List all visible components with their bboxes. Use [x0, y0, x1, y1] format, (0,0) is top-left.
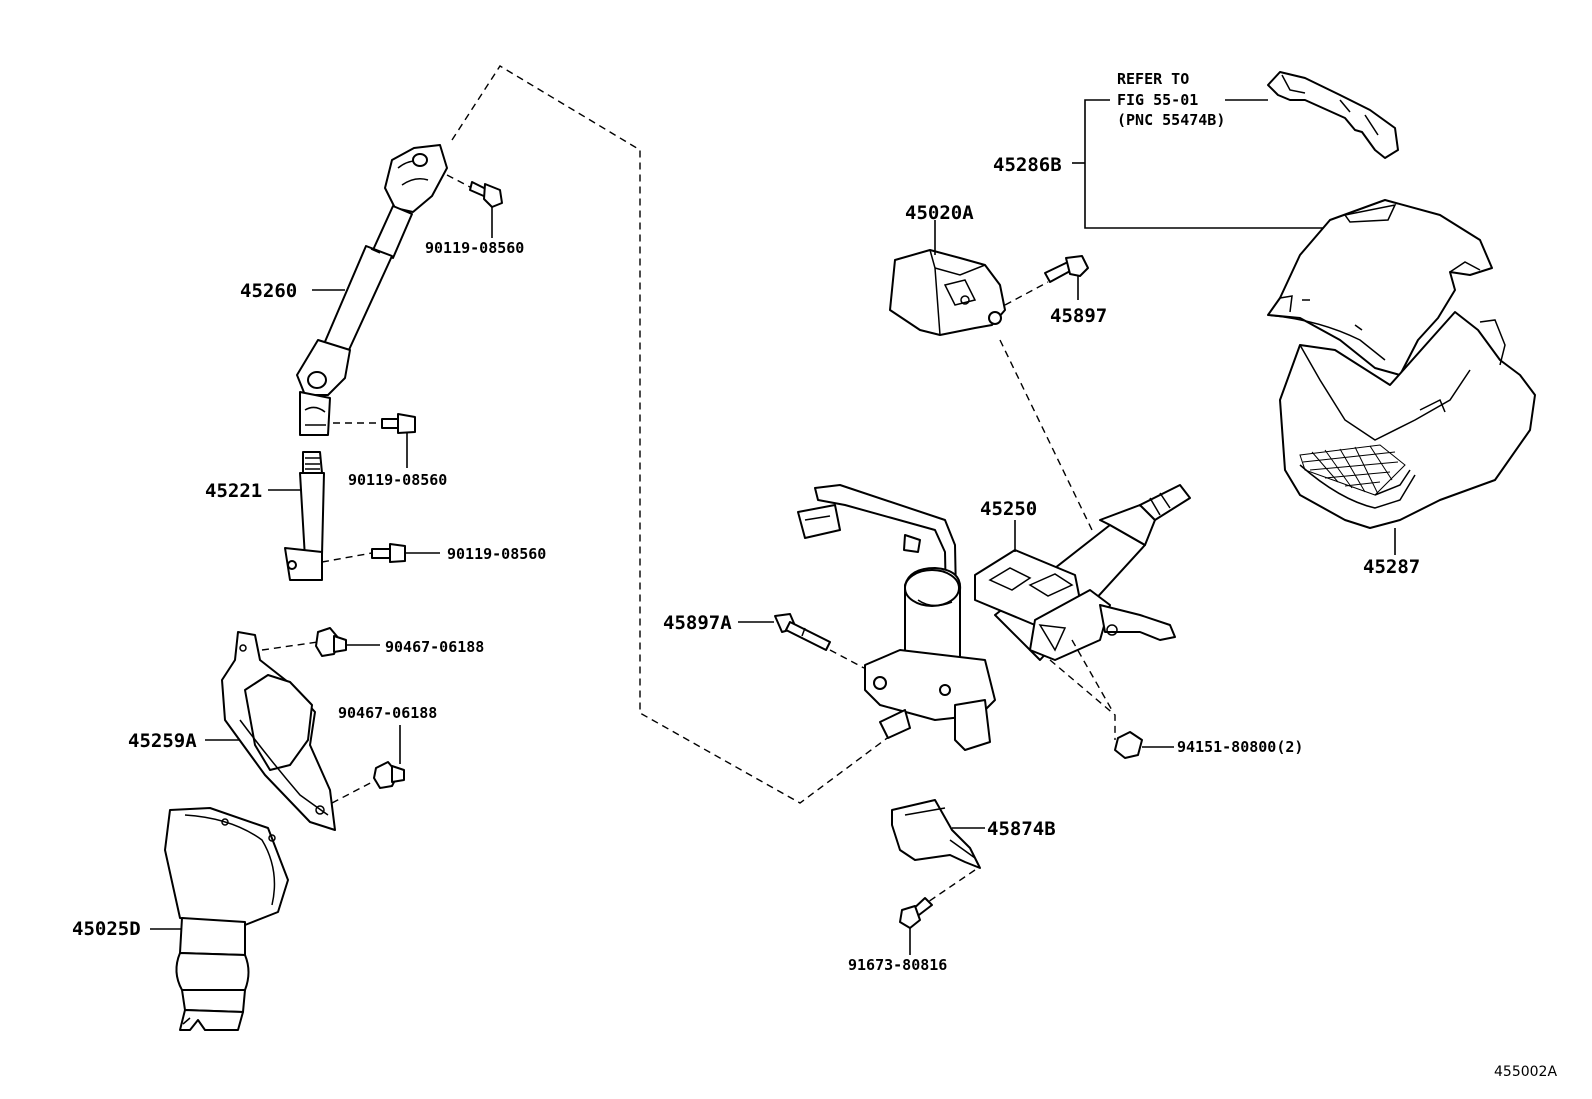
label-45897: 45897 — [1050, 305, 1107, 327]
intermediate-shaft-45260 — [296, 144, 448, 436]
label-45287: 45287 — [1363, 556, 1420, 578]
label-94151-80800: 94151-80800(2) — [1177, 738, 1303, 756]
label-45221: 45221 — [205, 480, 262, 502]
bolt-90119-b — [333, 413, 416, 434]
bolt-90119-c — [321, 543, 406, 563]
label-45025D: 45025D — [72, 918, 141, 940]
column-assembly-45250 — [797, 484, 1191, 751]
bolt-91673 — [899, 869, 976, 929]
label-45874B: 45874B — [987, 818, 1056, 840]
upper-cover-45286B — [1267, 199, 1493, 376]
label-45020A: 45020A — [905, 202, 974, 224]
screw-45897 — [1004, 255, 1089, 306]
lower-cover-45287 — [1279, 311, 1536, 529]
bolt-45897A — [774, 613, 865, 669]
shaft-45221 — [284, 451, 325, 581]
bolt-90119-a — [446, 174, 503, 208]
clip-94151-80800 — [1049, 639, 1143, 759]
label-90467-06188-b: 90467-06188 — [338, 704, 437, 722]
label-45897A: 45897A — [663, 612, 732, 634]
reference-line-2: FIG 55-01 — [1117, 91, 1198, 109]
group-dashed-outline — [451, 65, 899, 804]
boot-45025D — [164, 807, 289, 1031]
label-45250: 45250 — [980, 498, 1037, 520]
label-45286B: 45286B — [993, 154, 1062, 176]
reference-line-3: (PNC 55474B) — [1117, 111, 1225, 129]
label-90467-06188-a: 90467-06188 — [385, 638, 484, 656]
label-90119-08560-b: 90119-08560 — [348, 471, 447, 489]
reference-line-1: REFER TO — [1117, 70, 1189, 88]
label-90119-08560-c: 90119-08560 — [447, 545, 546, 563]
reference-part-55474B — [1267, 71, 1399, 159]
reference-callout: REFER TO FIG 55-01 (PNC 55474B) — [1072, 70, 1335, 229]
label-45260: 45260 — [240, 280, 297, 302]
figure-id: 455002A — [1494, 1064, 1557, 1080]
clip-90467-a — [261, 627, 347, 657]
cover-45259A — [221, 631, 336, 831]
label-91673-80816: 91673-80816 — [848, 956, 947, 974]
bracket-45020A — [889, 249, 1006, 336]
clip-90467-b — [331, 761, 405, 804]
label-90119-08560-a: 90119-08560 — [425, 239, 524, 257]
label-45259A: 45259A — [128, 730, 197, 752]
bracket-45874B — [891, 799, 981, 869]
